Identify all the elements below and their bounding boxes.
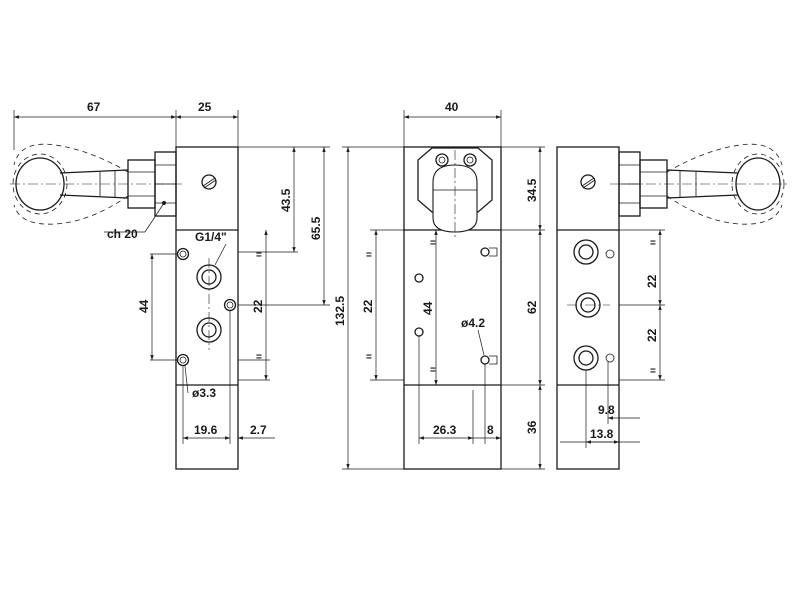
right-body-outline xyxy=(556,146,620,470)
hole-label-front: ø4.2 xyxy=(461,316,485,330)
right-port-3 xyxy=(573,345,599,371)
dim-8: 8 xyxy=(487,423,494,437)
front-knob xyxy=(417,147,493,240)
left-screw-icon xyxy=(201,174,217,190)
dim-9-8: 9.8 xyxy=(598,403,615,417)
dim-2-7: 2.7 xyxy=(250,423,267,437)
right-port-1 xyxy=(573,239,599,265)
dim-22-front: 22 xyxy=(361,299,375,313)
left-mount-hole-mid xyxy=(223,298,237,312)
left-view: ch 20 67 25 43.5 65.5 = 22 = 44 G1/4" ø xyxy=(10,100,330,470)
dim-22-right-b: 22 xyxy=(645,328,659,342)
dim-44-front: 44 xyxy=(421,301,435,315)
dim-25: 25 xyxy=(198,100,212,114)
front-hole-3 xyxy=(480,247,490,257)
dim-34-5: 34.5 xyxy=(525,178,539,202)
front-eq-left-top: = xyxy=(366,250,372,261)
thread-label: G1/4" xyxy=(195,230,227,244)
front-hole-2 xyxy=(414,327,424,337)
dim-22-left: 22 xyxy=(251,299,265,313)
right-hole-1 xyxy=(605,249,615,259)
right-eq-top: = xyxy=(650,238,656,249)
hole-label-left: ø3.3 xyxy=(192,386,216,400)
dim-62: 62 xyxy=(525,300,539,314)
right-view: = 22 22 = 9.8 13.8 xyxy=(556,143,788,470)
dim-132-5: 132.5 xyxy=(333,296,347,326)
dim-67: 67 xyxy=(87,100,101,114)
right-hole-2 xyxy=(605,353,615,363)
left-body-outline xyxy=(175,146,239,470)
front-eq-inner-top: = xyxy=(430,238,436,249)
left-mount-hole-bottom xyxy=(176,353,190,367)
right-lever-handle xyxy=(610,143,788,225)
right-eq-bottom: = xyxy=(650,366,656,377)
dim-13-8: 13.8 xyxy=(590,427,614,441)
front-view: 40 132.5 = 22 = 44 = = ø4.2 34.5 62 36 xyxy=(333,100,545,470)
front-hole-4 xyxy=(480,355,490,365)
front-eq-left-bottom: = xyxy=(366,352,372,363)
left-mount-hole-top xyxy=(176,247,190,261)
dim-65-5: 65.5 xyxy=(309,216,323,240)
dim-26-3: 26.3 xyxy=(433,423,457,437)
left-eq-top: = xyxy=(256,250,262,261)
dim-43-5: 43.5 xyxy=(279,188,293,212)
right-screw-icon xyxy=(580,174,596,190)
dim-44-left: 44 xyxy=(137,299,151,313)
front-eq-inner-bottom: = xyxy=(430,365,436,376)
dim-19-6: 19.6 xyxy=(194,423,218,437)
dim-40: 40 xyxy=(445,100,459,114)
dim-22-right-a: 22 xyxy=(645,274,659,288)
left-lever-handle xyxy=(10,143,185,225)
dim-36: 36 xyxy=(525,420,539,434)
left-eq-bottom: = xyxy=(256,352,262,363)
front-body-outline xyxy=(403,146,502,470)
hex-label: ch 20 xyxy=(107,227,138,241)
front-hole-1 xyxy=(414,273,424,283)
